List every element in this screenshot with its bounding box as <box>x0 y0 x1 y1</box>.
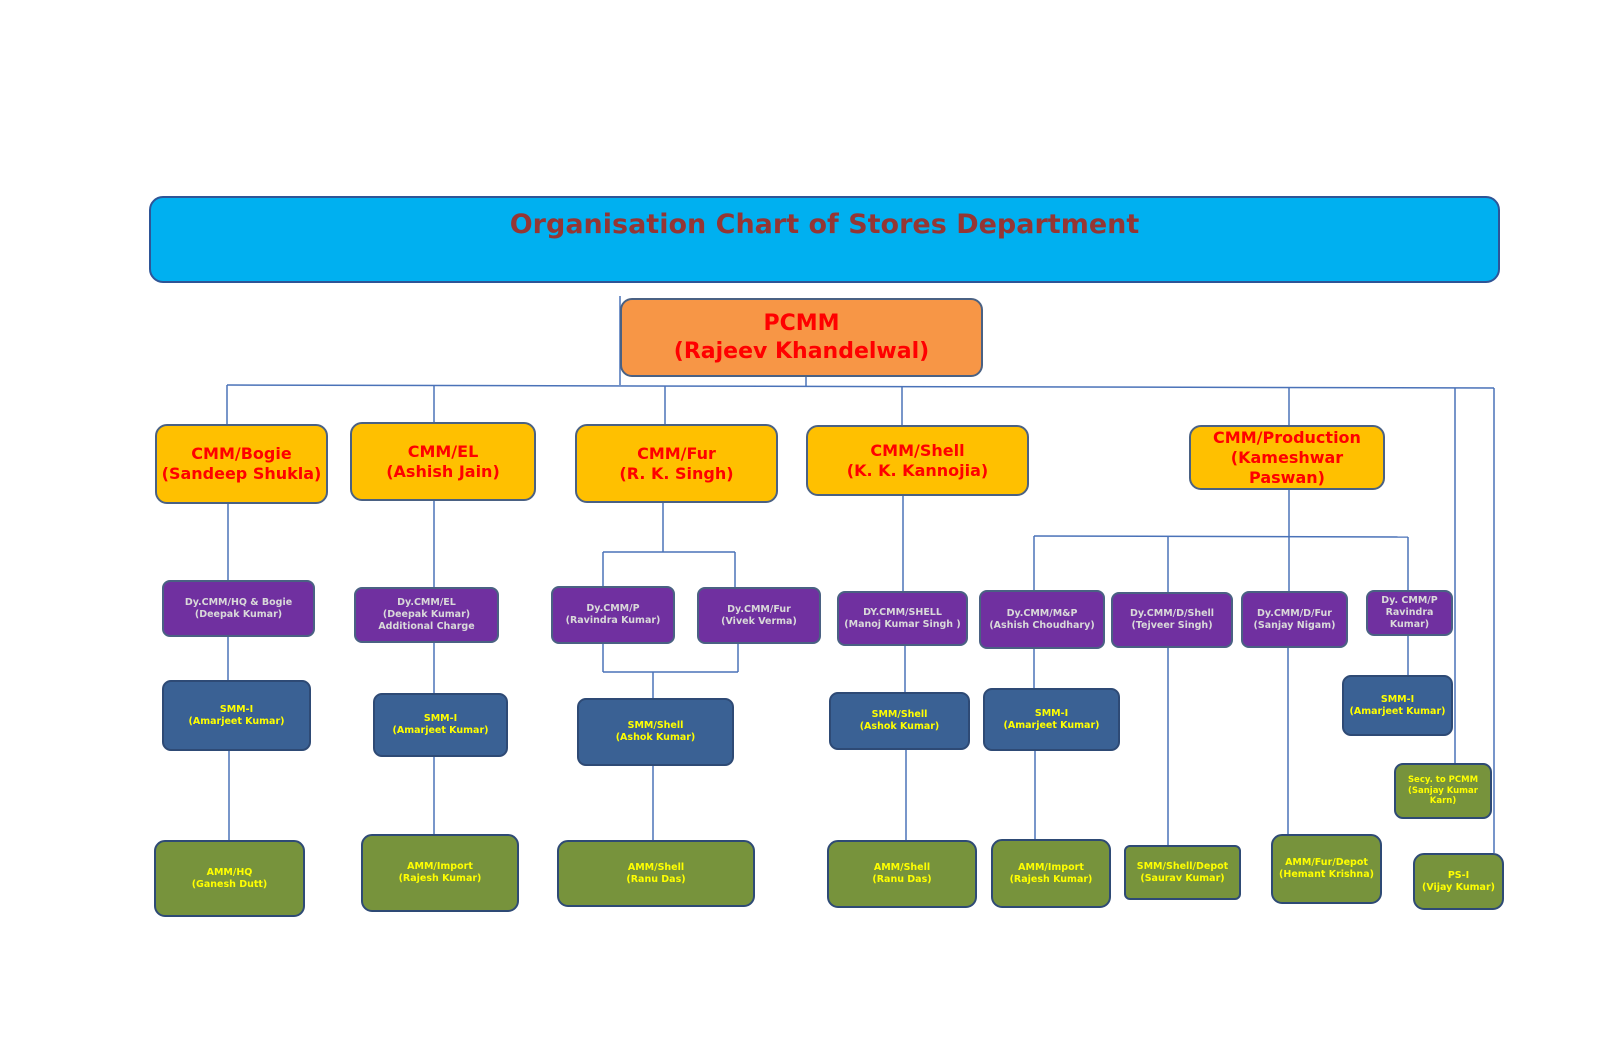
node-role: SMM/Shell <box>627 720 684 732</box>
node-cmm-production: CMM/Production (Kameshwar Paswan) <box>1189 425 1385 490</box>
node-person: (Amarjeet Kumar) <box>1349 705 1446 717</box>
node-person: (R. K. Singh) <box>619 463 734 483</box>
node-person-cont: Karn) <box>1429 796 1457 807</box>
node-dy-cmm-el: Dy.CMM/EL (Deepak Kumar) Additional Char… <box>354 587 499 643</box>
node-dy-cmm-shell: DY.CMM/SHELL (Manoj Kumar Singh ) <box>837 591 968 646</box>
node-smm-shell-depot: SMM/Shell/Depot (Saurav Kumar) <box>1124 845 1241 900</box>
node-cmm-el: CMM/EL (Ashish Jain) <box>350 422 536 501</box>
node-person: (Ranu Das) <box>626 873 686 885</box>
node-person: (Sanjay Kumar <box>1408 785 1478 796</box>
node-person: (Saurav Kumar) <box>1140 872 1225 884</box>
node-role: SMM-I <box>1034 707 1069 719</box>
node-smm-bogie: SMM-I (Amarjeet Kumar) <box>162 680 311 751</box>
node-person: (Hemant Krishna) <box>1279 869 1374 880</box>
node-person: (K. K. Kannojia) <box>846 460 989 480</box>
node-person: Ravindra <box>1385 607 1434 619</box>
node-cmm-fur: CMM/Fur (R. K. Singh) <box>575 424 778 503</box>
node-person: (Ashok Kumar) <box>615 732 696 743</box>
node-role: CMM/Shell <box>870 440 965 460</box>
node-role: Dy.CMM/EL <box>397 597 456 609</box>
node-person-cont: Kumar) <box>1389 618 1430 630</box>
node-person: (Rajeev Khandelwal) <box>673 338 930 364</box>
node-role: Dy.CMM/D/Shell <box>1129 608 1215 620</box>
node-dy-cmm-p: Dy.CMM/P (Ravindra Kumar) <box>551 586 675 644</box>
node-person: (Amarjeet Kumar) <box>1003 719 1100 731</box>
node-amm-fur-depot: AMM/Fur/Depot (Hemant Krishna) <box>1271 834 1382 904</box>
node-person: (Tejveer Singh) <box>1131 620 1213 631</box>
node-amm-shell: AMM/Shell (Ranu Das) <box>827 840 977 908</box>
node-role: Dy.CMM/P <box>586 603 640 615</box>
node-person: (Ashish Choudhary) <box>989 619 1095 631</box>
node-smm-production: SMM-I (Amarjeet Kumar) <box>1342 675 1453 736</box>
node-role: SMM-I <box>219 703 254 715</box>
node-smm-el: SMM-I (Amarjeet Kumar) <box>373 693 508 757</box>
node-role: AMM/Import <box>1018 861 1084 873</box>
node-dy-cmm-fur: Dy.CMM/Fur (Vivek Verma) <box>697 587 821 644</box>
node-person: (Sanjay Nigam) <box>1253 619 1336 631</box>
node-role: CMM/EL <box>407 441 479 461</box>
node-person: (Vivek Verma) <box>721 615 797 627</box>
node-person: (Kameshwar Paswan) <box>1230 447 1344 487</box>
node-dy-cmm-mp: Dy.CMM/M&P (Ashish Choudhary) <box>979 590 1105 649</box>
node-person: (Deepak Kumar) <box>194 608 283 620</box>
page-title: Organisation Chart of Stores Department <box>509 209 1140 240</box>
node-role: AMM/HQ <box>206 866 253 878</box>
node-role: SMM-I <box>423 713 458 725</box>
node-role: SMM-I <box>1380 693 1415 705</box>
node-role: SMM/Shell <box>871 709 928 721</box>
node-role: CMM/Fur <box>637 443 716 463</box>
node-ps-i: PS-I (Vijay Kumar) <box>1413 853 1504 910</box>
connector-line <box>1033 535 1409 538</box>
node-person: (Ranu Das) <box>872 874 932 885</box>
node-person: (Sandeep Shukla) <box>161 464 322 483</box>
node-role: AMM/Fur/Depot <box>1285 857 1368 869</box>
node-role: AMM/Import <box>407 861 473 873</box>
node-role: Dy.CMM/D/Fur <box>1257 607 1332 619</box>
node-secy-to-pcmm: Secy. to PCMM (Sanjay Kumar Karn) <box>1394 763 1492 819</box>
node-role: Dy.CMM/Fur <box>727 603 791 615</box>
node-role: DY.CMM/SHELL <box>863 606 942 618</box>
node-role: AMM/Shell <box>873 862 931 874</box>
node-role: PS-I <box>1447 869 1470 881</box>
node-dy-cmm-d-shell: Dy.CMM/D/Shell (Tejveer Singh) <box>1111 592 1233 648</box>
title-banner: Organisation Chart of Stores Department <box>149 196 1500 283</box>
node-smm-mp: SMM-I (Amarjeet Kumar) <box>983 688 1120 751</box>
node-dy-cmm-hq-bogie: Dy.CMM/HQ & Bogie (Deepak Kumar) <box>162 580 315 637</box>
node-smm-shell-fur: SMM/Shell (Ashok Kumar) <box>577 698 734 766</box>
node-role: Dy.CMM/M&P <box>1006 607 1078 619</box>
node-role: SMM/Shell/Depot <box>1136 860 1229 872</box>
node-note: Additional Charge <box>378 620 475 632</box>
node-person: (Amarjeet Kumar) <box>188 715 285 727</box>
node-role: CMM/Bogie <box>191 444 292 463</box>
node-cmm-bogie: CMM/Bogie (Sandeep Shukla) <box>155 424 328 504</box>
node-role: Secy. to PCMM <box>1407 775 1479 786</box>
node-person: (Amarjeet Kumar) <box>392 725 489 736</box>
node-amm-import-el: AMM/Import (Rajesh Kumar) <box>361 834 519 912</box>
node-person: (Deepak Kumar) <box>382 609 471 621</box>
node-smm-shell: SMM/Shell (Ashok Kumar) <box>829 692 970 750</box>
node-person: (Rajesh Kumar) <box>398 873 482 884</box>
node-amm-hq: AMM/HQ (Ganesh Dutt) <box>154 840 305 917</box>
node-person: (Manoj Kumar Singh ) <box>844 618 961 630</box>
node-role: CMM/Production <box>1213 427 1361 447</box>
node-role: PCMM <box>763 311 840 336</box>
node-role: Dy.CMM/HQ & Bogie <box>184 596 293 608</box>
node-amm-shell-fur: AMM/Shell (Ranu Das) <box>557 840 755 907</box>
node-person: (Rajesh Kumar) <box>1009 873 1093 885</box>
node-pcmm: PCMM (Rajeev Khandelwal) <box>620 298 983 377</box>
node-dy-cmm-p-production: Dy. CMM/P Ravindra Kumar) <box>1366 590 1453 636</box>
node-role: Dy. CMM/P <box>1381 595 1438 607</box>
node-cmm-shell: CMM/Shell (K. K. Kannojia) <box>806 425 1029 496</box>
node-person: (Vijay Kumar) <box>1422 881 1495 893</box>
node-role: AMM/Shell <box>627 861 685 873</box>
node-person: (Ashish Jain) <box>386 461 500 481</box>
node-amm-import: AMM/Import (Rajesh Kumar) <box>991 839 1111 908</box>
node-person: (Ganesh Dutt) <box>191 878 268 890</box>
node-dy-cmm-d-fur: Dy.CMM/D/Fur (Sanjay Nigam) <box>1241 591 1348 648</box>
node-person: (Ashok Kumar) <box>859 721 940 732</box>
node-person: (Ravindra Kumar) <box>565 615 661 626</box>
connector-line <box>226 384 1495 389</box>
